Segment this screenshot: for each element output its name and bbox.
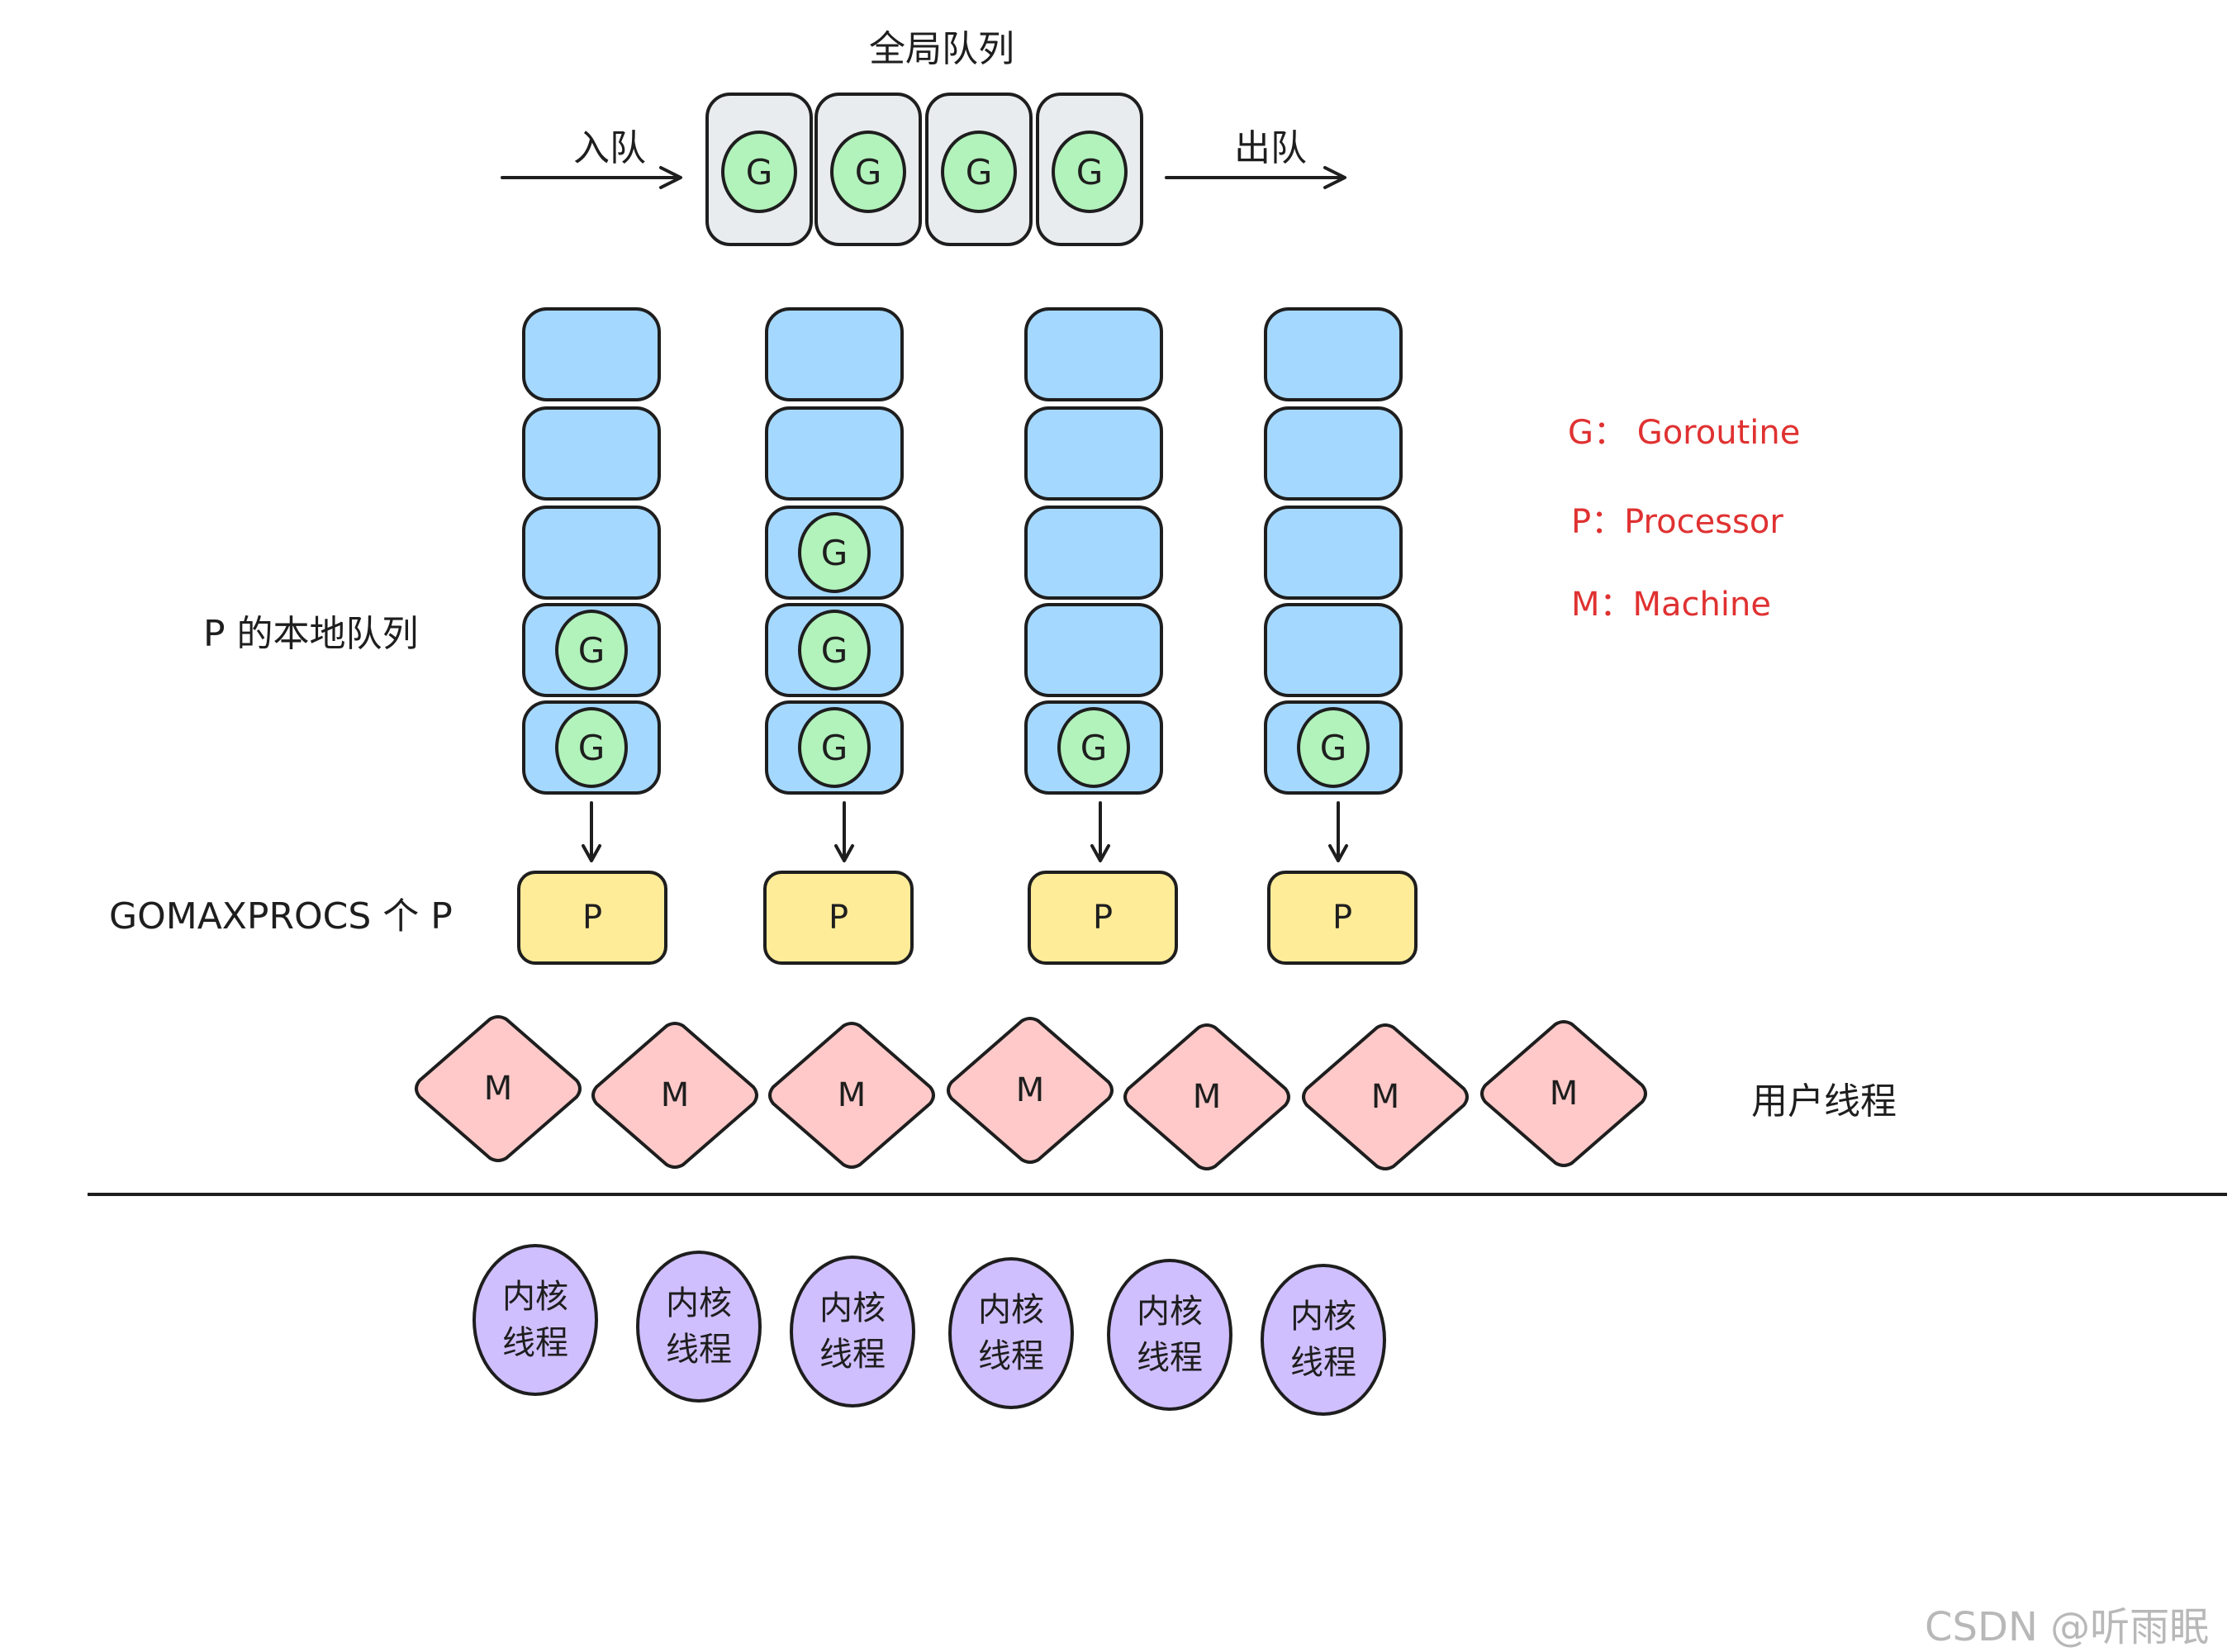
legend-machine: M：Machine xyxy=(1571,586,1771,624)
local-queue-slot xyxy=(1024,406,1163,501)
goroutine: G xyxy=(1297,707,1370,788)
kernel-thread-text: 线程 xyxy=(1290,1344,1356,1382)
goroutine: G xyxy=(798,610,871,691)
kernel-thread-text: 线程 xyxy=(1137,1339,1203,1377)
kernel-thread-text: 线程 xyxy=(502,1324,568,1362)
local-queue-slot xyxy=(1264,307,1403,401)
kernel-thread-text: 内核 xyxy=(978,1291,1044,1329)
processor: P xyxy=(1028,871,1178,965)
watermark: CSDN @听雨眠 xyxy=(1925,1604,2210,1650)
processor-label: GOMAXPROCS 个 P xyxy=(109,895,453,938)
machine: M xyxy=(588,1021,762,1170)
local-queue-slot xyxy=(522,307,661,401)
machine-label-text: M xyxy=(1370,1078,1400,1116)
dequeue-arrow xyxy=(1165,166,1346,189)
machine-diamond xyxy=(768,1022,935,1169)
legend-processor: P：Processor xyxy=(1571,503,1783,541)
machine: M xyxy=(1299,1023,1472,1171)
kernel-thread-text: 内核 xyxy=(1290,1298,1356,1336)
local-queue-slot xyxy=(1024,307,1163,401)
goroutine: G xyxy=(798,512,871,593)
local-queue-slot xyxy=(1024,506,1163,600)
user-kernel-divider xyxy=(88,1193,2227,1196)
local-queue-slot xyxy=(522,506,661,600)
machine-diamond xyxy=(1480,1020,1647,1167)
global-queue-title: 全局队列 xyxy=(869,28,1014,70)
enqueue-label: 入队 xyxy=(573,127,646,169)
machine-diamond xyxy=(415,1015,582,1162)
goroutine: G xyxy=(798,707,871,788)
kernel-thread: 内核线程 xyxy=(473,1244,598,1396)
kernel-thread: 内核线程 xyxy=(1107,1259,1232,1411)
machine-diamond xyxy=(1123,1023,1290,1170)
machine-label-text: M xyxy=(483,1070,513,1108)
local-queue-slot xyxy=(1264,506,1403,600)
machine-label-text: M xyxy=(1549,1075,1579,1113)
down-arrow xyxy=(582,801,601,862)
down-arrow xyxy=(1328,801,1348,862)
kernel-thread: 内核线程 xyxy=(948,1257,1074,1409)
processor: P xyxy=(763,871,914,965)
machine-label-text: M xyxy=(1015,1071,1045,1109)
enqueue-arrow xyxy=(501,166,682,189)
processor: P xyxy=(1267,871,1418,965)
kernel-thread-text: 线程 xyxy=(978,1337,1044,1375)
goroutine: G xyxy=(555,610,628,691)
kernel-thread-text: 内核 xyxy=(819,1289,886,1327)
local-queue-slot xyxy=(522,406,661,501)
kernel-thread-text: 线程 xyxy=(819,1336,886,1374)
local-queue-slot xyxy=(1264,406,1403,501)
machine: M xyxy=(1120,1023,1294,1171)
local-queue-slot xyxy=(1264,603,1403,697)
local-queue-label: P 的本地队列 xyxy=(203,613,419,655)
kernel-thread-text: 内核 xyxy=(666,1284,732,1322)
machine: M xyxy=(765,1021,938,1170)
local-queue-slot xyxy=(765,307,904,401)
goroutine: G xyxy=(941,131,1017,213)
local-queue-slot xyxy=(765,406,904,501)
machine-label-text: M xyxy=(1192,1078,1222,1116)
machine-diamond xyxy=(1302,1023,1469,1170)
kernel-thread-text: 内核 xyxy=(502,1278,568,1316)
machine: M xyxy=(1477,1019,1650,1168)
goroutine: G xyxy=(1057,707,1130,788)
goroutine: G xyxy=(830,131,906,213)
goroutine: G xyxy=(555,707,628,788)
machine-label-text: M xyxy=(660,1076,690,1114)
processor: P xyxy=(517,871,667,965)
goroutine: G xyxy=(721,131,797,213)
machine-diamond xyxy=(591,1022,758,1169)
kernel-thread: 内核线程 xyxy=(636,1251,762,1403)
machine-label: 用户线程 xyxy=(1751,1080,1897,1123)
down-arrow xyxy=(1090,801,1110,862)
machine: M xyxy=(943,1016,1117,1165)
machine: M xyxy=(411,1014,585,1163)
kernel-thread: 内核线程 xyxy=(1261,1264,1386,1416)
kernel-thread-text: 内核 xyxy=(1137,1293,1203,1331)
local-queue-slot xyxy=(1024,603,1163,697)
dequeue-label: 出队 xyxy=(1234,127,1307,169)
kernel-thread-text: 线程 xyxy=(666,1331,732,1369)
down-arrow xyxy=(834,801,854,862)
machine-label-text: M xyxy=(837,1076,867,1114)
machine-diamond xyxy=(947,1017,1114,1164)
goroutine: G xyxy=(1052,131,1128,213)
kernel-thread: 内核线程 xyxy=(790,1256,915,1408)
legend-goroutine: G： Goroutine xyxy=(1568,414,1801,452)
